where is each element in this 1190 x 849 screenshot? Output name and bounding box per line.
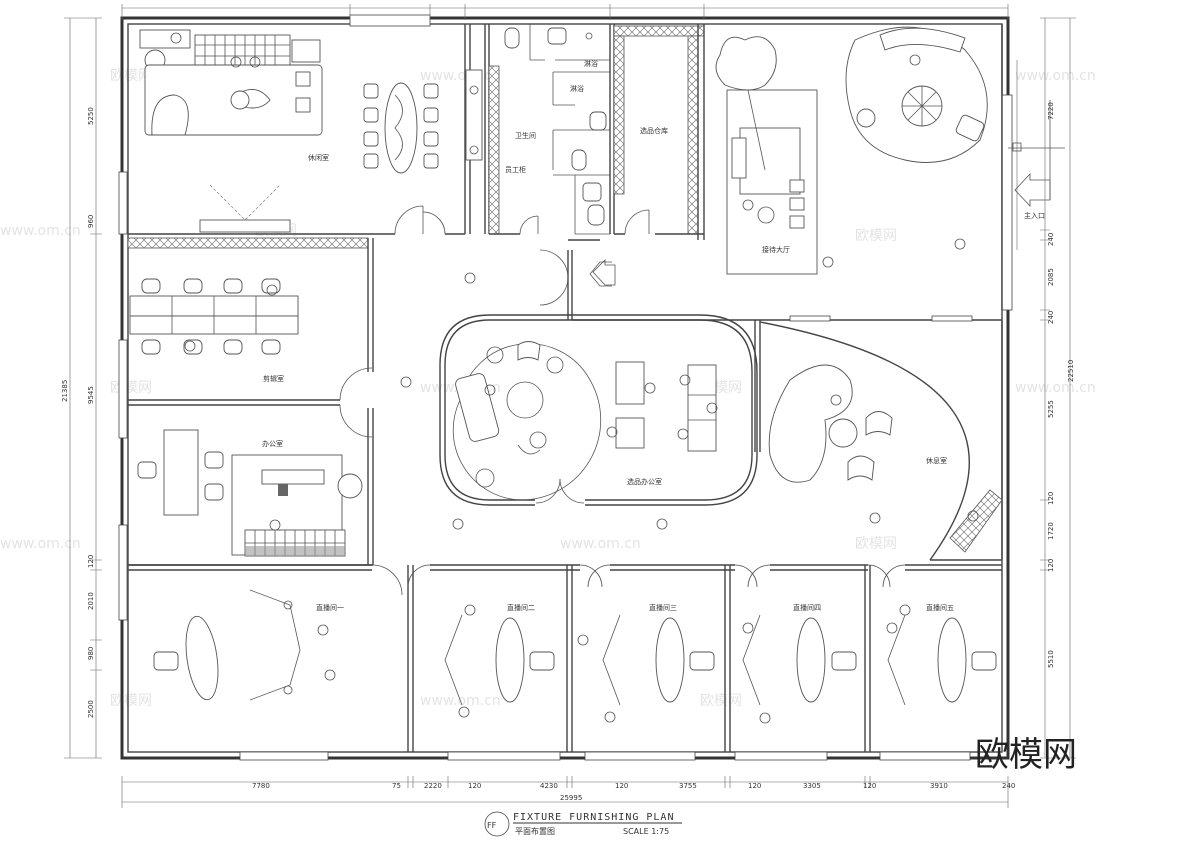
dim-right-2: 2085 [1047, 268, 1055, 286]
dim-right-1: 240 [1047, 233, 1055, 246]
room-label-selection-office: 选品办公室 [627, 477, 662, 486]
dim-right-6: 1720 [1047, 522, 1055, 540]
title-cn: 平面布置图 [515, 826, 555, 836]
room-label-office: 办公室 [262, 439, 283, 448]
rest-room-curve [759, 321, 1003, 561]
brand-logo-text: 欧模网 [975, 735, 1077, 775]
interior-walls [127, 24, 1003, 752]
watermark: www.om.cn [0, 536, 81, 552]
watermark: www.om.cn [0, 223, 81, 239]
corridor-arrow-icon [589, 259, 616, 287]
dim-left-6: 2500 [87, 700, 95, 718]
dim-left-3: 120 [87, 555, 95, 568]
title-badge: FF [487, 821, 497, 830]
title-block: FF FIXTURE FURNISHING PLAN 平面布置图 SCALE 1… [484, 811, 682, 837]
dim-bottom-total: 25995 [560, 794, 582, 802]
dim-left-1: 960 [87, 215, 95, 228]
room-label-rest: 休息室 [926, 456, 947, 465]
dim-bottom-0: 7780 [252, 782, 270, 790]
room-label-lounge: 休闲室 [308, 153, 329, 162]
doors [339, 205, 973, 596]
room-labels: 休闲室 卫生间 员工柜 淋浴 淋浴 选品仓库 接待大厅 剪辑室 办公室 选品办公… [262, 59, 1045, 612]
watermark: www.om.cn [560, 536, 641, 552]
rest-room-furniture [768, 364, 893, 483]
watermark: 欧模网 [855, 536, 897, 552]
dim-bottom-1: 75 [392, 782, 401, 790]
dimension-lines: 7780 75 2220 120 4230 120 3755 120 3305 … [61, 4, 1076, 808]
room-label-shower-2: 淋浴 [570, 84, 584, 93]
dim-left-4: 2010 [87, 592, 95, 610]
dim-left-5: 980 [87, 647, 95, 660]
dim-right-total: 22510 [1067, 360, 1075, 382]
dim-left-total: 21385 [61, 380, 69, 402]
dim-bottom-9: 120 [863, 782, 876, 790]
room-label-editing: 剪辑室 [263, 374, 284, 383]
room-label-shower-1: 淋浴 [584, 59, 598, 68]
watermark: www.om.cn [1015, 68, 1096, 84]
person-figures [184, 54, 979, 724]
dim-bottom-3: 120 [468, 782, 481, 790]
dim-bottom-6: 3755 [679, 782, 697, 790]
room-label-live-1: 直播间一 [316, 603, 344, 612]
room-label-live-5: 直播间五 [926, 603, 954, 612]
dim-right-0: 7220 [1047, 102, 1055, 120]
exterior-walls [118, 14, 1013, 761]
room-label-staff: 员工柜 [505, 165, 526, 174]
dim-right-7: 120 [1047, 559, 1055, 572]
dim-bottom-11: 240 [1002, 782, 1015, 790]
dim-bottom-2: 2220 [424, 782, 442, 790]
lounge-furniture [139, 29, 483, 233]
dim-right-4: 5255 [1047, 400, 1055, 418]
watermark: 欧模网 [110, 693, 152, 709]
selection-office-furniture [455, 341, 717, 488]
dim-right-8: 5510 [1047, 650, 1055, 668]
room-label-entrance: 主入口 [1024, 211, 1045, 220]
live-room-furniture [153, 589, 997, 706]
dim-left-2: 9545 [87, 386, 95, 404]
office-furniture [137, 429, 363, 557]
watermark: 欧模网 [700, 693, 742, 709]
dim-bottom-10: 3910 [930, 782, 948, 790]
room-label-restroom: 卫生间 [515, 131, 536, 140]
room-label-live-3: 直播间三 [649, 603, 677, 612]
dim-right-5: 120 [1047, 492, 1055, 505]
watermark: www.om.cn [1015, 380, 1096, 396]
watermark: 欧模网 [855, 228, 897, 244]
title-en: FIXTURE FURNISHING PLAN [513, 812, 674, 823]
reception-furniture [715, 26, 1065, 275]
restroom-fixtures [504, 27, 607, 226]
dim-bottom-5: 120 [615, 782, 628, 790]
dim-right-3: 240 [1047, 311, 1055, 324]
dim-bottom-4: 4230 [540, 782, 558, 790]
room-label-storage: 选品仓库 [640, 126, 668, 135]
room-label-live-2: 直播间二 [507, 603, 535, 612]
room-label-reception: 接待大厅 [762, 245, 790, 254]
title-scale: SCALE 1:75 [623, 827, 669, 836]
watermark: 欧模网 [110, 380, 152, 396]
dim-left-0: 5250 [87, 107, 95, 125]
dim-bottom-8: 3305 [803, 782, 821, 790]
editing-room-furniture [129, 278, 299, 355]
room-label-live-4: 直播间四 [793, 603, 821, 612]
dim-bottom-7: 120 [748, 782, 761, 790]
